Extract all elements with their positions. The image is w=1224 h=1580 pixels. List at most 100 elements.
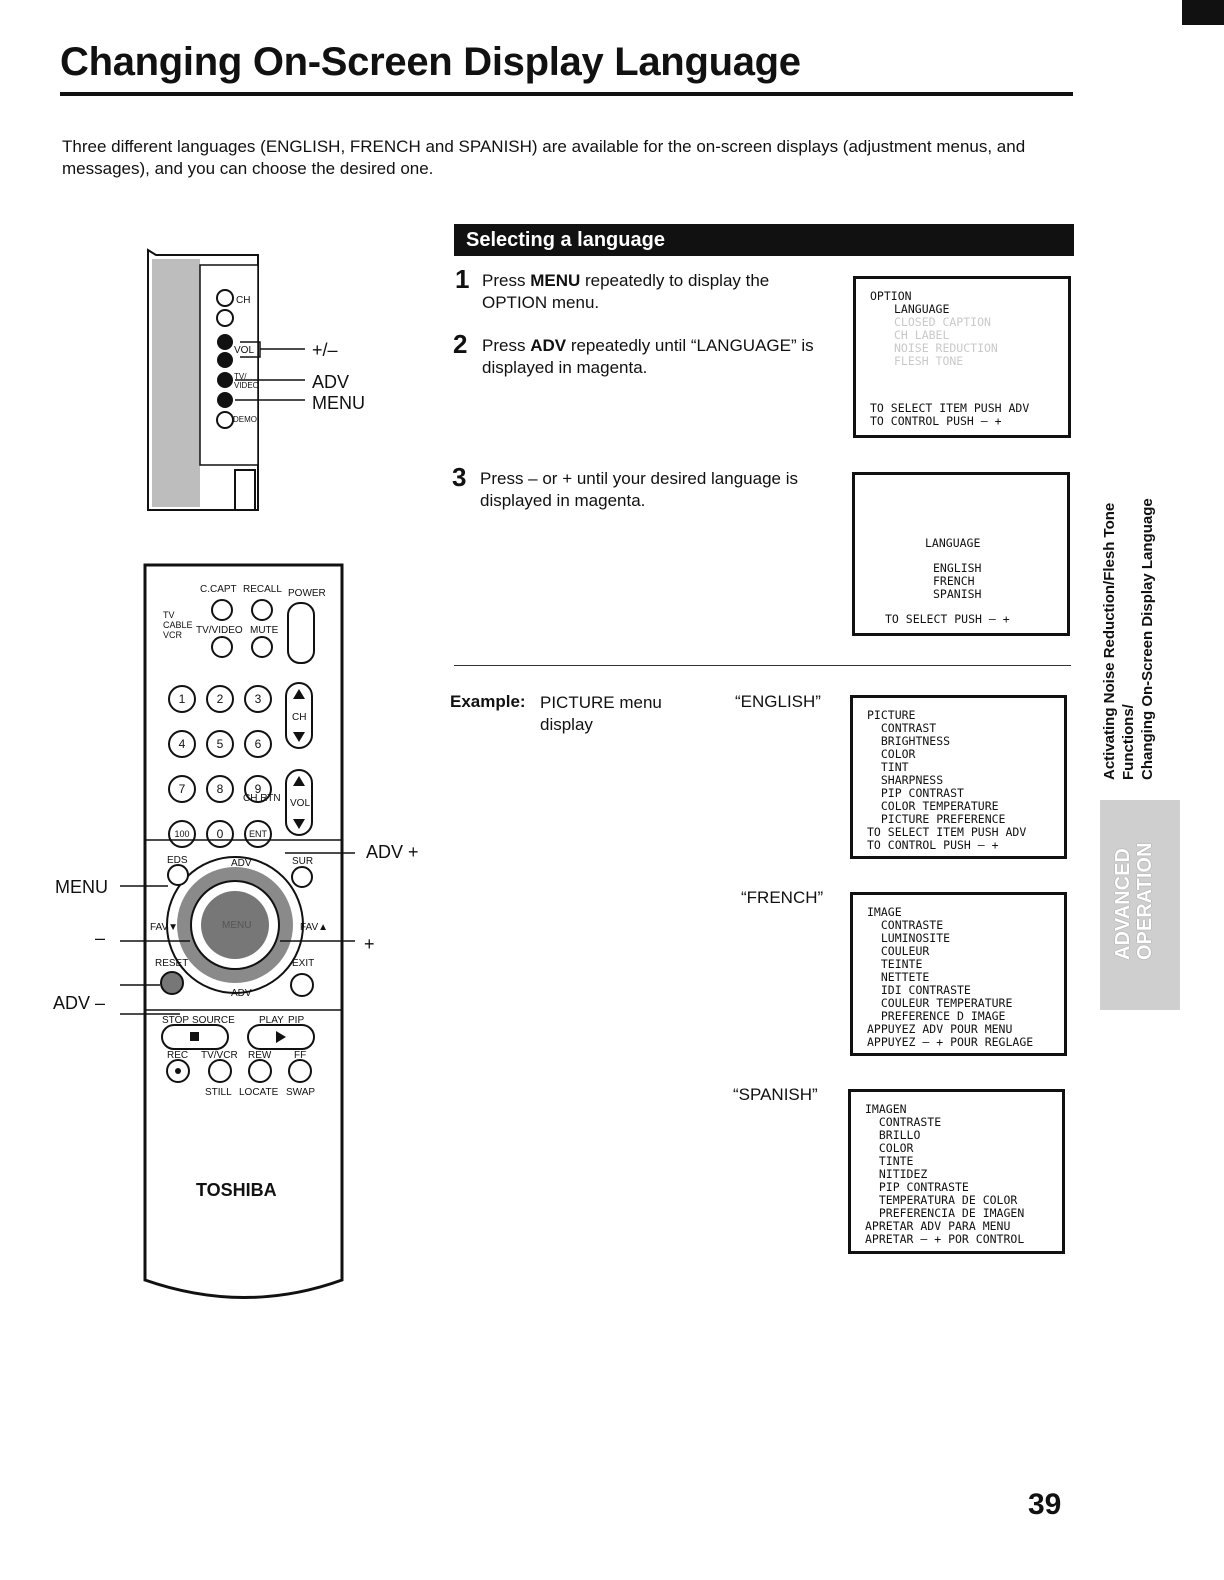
option-item-ch-label: CH LABEL [894,328,950,342]
remote-digit-9[interactable]: 9 [244,775,272,803]
es-line: BRILLO [865,1128,921,1142]
fr-line: NETTETE [867,970,930,984]
remote-adv-top-label: ADV [231,858,252,869]
picture-menu-english-screen: PICTURE CONTRAST BRIGHTNESS COLOR TINT S… [850,695,1067,859]
remote-vcr-label: VCR [163,630,183,640]
remote-recall-label: RECALL [243,584,282,595]
step-2-number: 2 [453,329,468,359]
en-line: PICTURE PREFERENCE [867,812,1006,826]
fr-line: APPUYEZ ADV POUR MENU [867,1022,1013,1036]
remote-still-label: STILL [205,1087,232,1098]
remote-sur-label: SUR [292,856,314,867]
fr-line: CONTRASTE [867,918,944,932]
advanced-operation-tab [1100,800,1180,1010]
step-1-text: Press MENU repeatedly to display the OPT… [482,271,770,312]
step-2-text: Press ADV repeatedly until “LANGUAGE” is… [482,336,814,377]
section-heading: Selecting a language [454,224,1074,256]
remote-fav-down-label: FAV▼ [150,922,179,933]
tv-callout-plusminus: +/– [312,340,338,360]
intro-paragraph: Three different languages (ENGLISH, FREN… [62,137,1026,178]
en-line: COLOR [867,747,916,761]
en-line: COLOR TEMPERATURE [867,799,999,813]
tv-side-panel-illustration [140,245,380,515]
option-item-closed-caption: CLOSED CAPTION [894,315,991,329]
es-line: PREFERENCIA DE IMAGEN [865,1206,1025,1220]
tv-callout-adv: ADV [312,372,350,392]
remote-chrtn-label: CH RTN [243,793,281,804]
picture-menu-french-screen: IMAGE CONTRASTE LUMINOSITE COULEUR TEINT… [850,892,1067,1056]
example-desc-line2: display [540,715,593,734]
es-line: APRETAR ADV PARA MENU [865,1219,1011,1233]
option-footer-control: TO CONTROL PUSH – + [870,414,1002,428]
remote-vol-label: VOL [290,798,311,809]
en-line: TO SELECT ITEM PUSH ADV [867,825,1027,839]
remote-digit-5[interactable]: 5 [206,730,234,758]
option-item-flesh-tone: FLESH TONE [894,354,964,368]
remote-digit-pad: 1 2 3 4 5 6 7 8 9 100 0 ENT [168,685,278,848]
tv-callout-menu: MENU [312,393,365,413]
es-line: TEMPERATURA DE COLOR [865,1193,1018,1207]
remote-tvvcr-label: TV/VCR [201,1050,238,1061]
remote-pip-label: PIP [288,1015,305,1026]
tv-tvvideo-label: TV/ VIDEO [234,372,259,390]
language-title: LANGUAGE [925,536,981,550]
section-divider [454,665,1071,666]
remote-ff-label: FF [294,1050,307,1061]
en-line: PICTURE [867,708,916,722]
es-line: PIP CONTRASTE [865,1180,969,1194]
remote-digit-4[interactable]: 4 [168,730,196,758]
example-spanish-label: “SPANISH” [733,1085,818,1104]
remote-locate-label: LOCATE [239,1087,279,1098]
remote-brand-logo: TOSHIBA [196,1180,277,1200]
remote-ent-button[interactable]: ENT [244,820,272,848]
remote-exit-label: EXIT [292,958,315,969]
language-menu-screen: LANGUAGE ENGLISH FRENCH SPANISH TO SELEC… [852,472,1070,636]
remote-digit-3[interactable]: 3 [244,685,272,713]
title-rule [60,92,1073,96]
remote-adv-bottom-label: ADV [231,988,252,999]
fr-line: TEINTE [867,957,923,971]
tv-vol-label: VOL [234,345,255,356]
es-line: COLOR [865,1141,914,1155]
remote-digit-2[interactable]: 2 [206,685,234,713]
fr-line: IDI CONTRASTE [867,983,971,997]
remote-power-label: POWER [288,588,326,599]
option-menu-screen: OPTION LANGUAGE CLOSED CAPTION CH LABEL … [853,276,1071,438]
remote-control-illustration [110,555,430,1315]
remote-digit-0[interactable]: 0 [206,820,234,848]
remote-digit-6[interactable]: 6 [244,730,272,758]
en-line: CONTRAST [867,721,937,735]
side-header-line2: Changing On-Screen Display Language [1139,498,1156,780]
remote-tvvideo-label: TV/VIDEO [196,625,243,636]
remote-digit-1[interactable]: 1 [168,685,196,713]
tv-demo-label: DEMO [233,415,257,424]
picture-menu-spanish-screen: IMAGEN CONTRASTE BRILLO COLOR TINTE NITI… [848,1089,1065,1254]
remote-ch-label: CH [292,712,307,723]
tab-line1: ADVANCED [1112,848,1134,960]
remote-source-label: SOURCE [192,1015,235,1026]
remote-cable-label: CABLE [163,620,193,630]
remote-callout-menu: MENU [55,877,108,897]
step-3-number: 3 [452,462,467,492]
remote-eds-label: EDS [167,855,188,866]
fr-line: PREFERENCE D IMAGE [867,1009,1006,1023]
example-english-label: “ENGLISH” [735,692,821,711]
remote-callout-plus: + [364,934,375,954]
remote-callout-minus: – [95,928,106,948]
remote-rec-label: REC [167,1050,189,1061]
page-number: 39 [1028,1488,1062,1521]
example-description: PICTURE menu display [540,692,662,736]
page-corner-tab [1182,0,1224,25]
remote-digit-8[interactable]: 8 [206,775,234,803]
en-line: TINT [867,760,909,774]
remote-menu-center-label[interactable]: MENU [222,920,252,931]
fr-line: LUMINOSITE [867,931,951,945]
remote-callout-adv-plus: ADV + [366,842,419,862]
side-running-header: Activating Noise Reduction/Flesh Tone Fu… [1100,440,1157,780]
fr-line: APPUYEZ – + POUR REGLAGE [867,1035,1034,1049]
es-line: APRETAR – + POR CONTROL [865,1232,1025,1246]
remote-digit-7[interactable]: 7 [168,775,196,803]
remote-digit-100[interactable]: 100 [168,820,196,848]
en-line: TO CONTROL PUSH – + [867,838,999,852]
side-header-line1: Activating Noise Reduction/Flesh Tone Fu… [1101,502,1137,780]
